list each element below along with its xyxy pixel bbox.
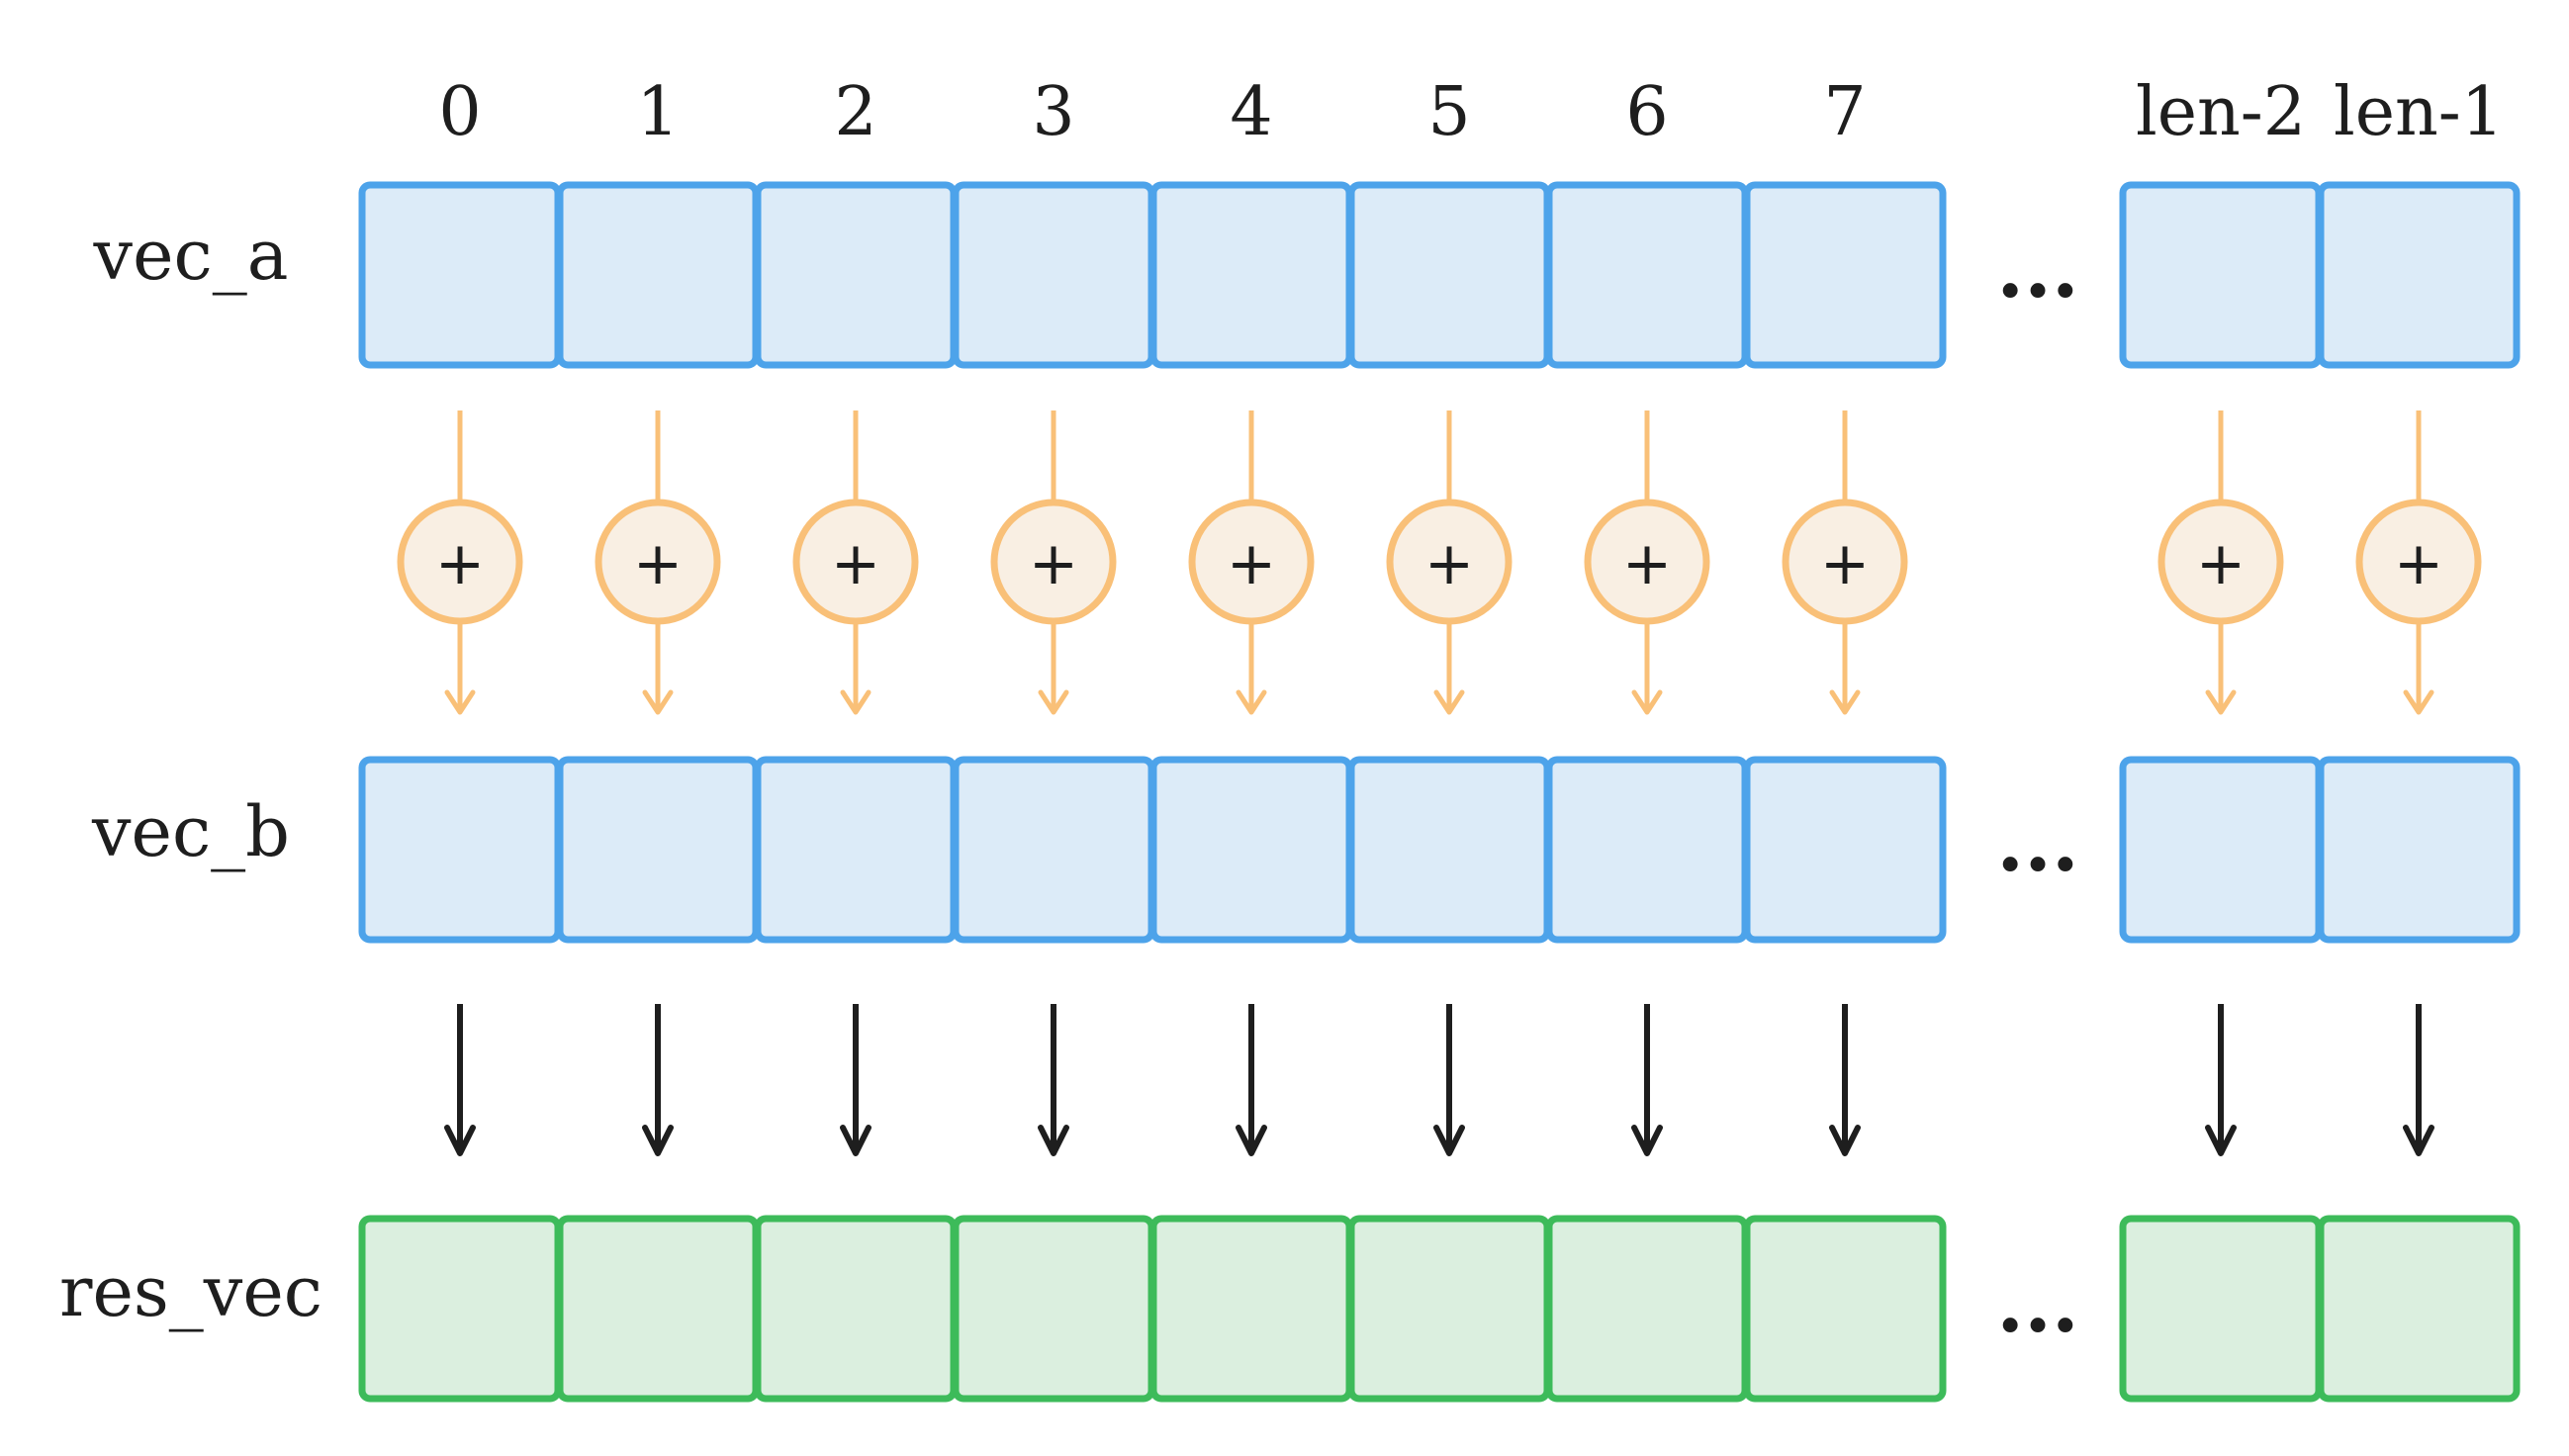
vector-cell-res-vec-9 (2317, 1215, 2521, 1403)
result-arrowhead (1038, 1125, 1069, 1156)
operand-arrowhead (1829, 689, 1861, 715)
vector-cell-vec-a-7 (1743, 181, 1947, 369)
ellipsis-vec-a: ... (1996, 223, 2079, 316)
result-arrowhead (1433, 1125, 1465, 1156)
index-label: len-2 (2136, 73, 2306, 151)
vector-cell-vec-a-4 (1149, 181, 1353, 369)
vector-cell-res-vec-1 (556, 1215, 760, 1403)
operand-arrowhead (1236, 689, 1267, 715)
vector-cell-res-vec-5 (1347, 1215, 1551, 1403)
add-operator-symbol: + (1227, 529, 1276, 598)
add-operator-symbol: + (2196, 529, 2246, 598)
vector-cell-res-vec-8 (2119, 1215, 2323, 1403)
add-operator-symbol: + (1820, 529, 1870, 598)
result-arrowhead (642, 1125, 674, 1156)
vector-cell-vec-a-0 (358, 181, 562, 369)
vector-cell-vec-b-9 (2317, 756, 2521, 944)
add-operator-symbol: + (1424, 529, 1474, 598)
add-operator-symbol: + (1029, 529, 1078, 598)
vector-cell-vec-a-8 (2119, 181, 2323, 369)
vector-cell-vec-a-1 (556, 181, 760, 369)
vector-cell-res-vec-3 (952, 1215, 1155, 1403)
vector-cell-vec-b-4 (1149, 756, 1353, 944)
result-arrowhead (840, 1125, 872, 1156)
vector-cell-vec-b-6 (1545, 756, 1749, 944)
vector-cell-vec-b-0 (358, 756, 562, 944)
result-arrowhead (1236, 1125, 1267, 1156)
result-arrowhead (1631, 1125, 1663, 1156)
index-label: 3 (1032, 73, 1074, 151)
vector-cell-vec-b-3 (952, 756, 1155, 944)
add-operator-symbol: + (2394, 529, 2443, 598)
vector-cell-vec-a-9 (2317, 181, 2521, 369)
result-arrowhead (2205, 1125, 2237, 1156)
vector-cell-res-vec-7 (1743, 1215, 1947, 1403)
add-operator-symbol: + (1622, 529, 1672, 598)
operand-arrowhead (1433, 689, 1465, 715)
operand-arrowhead (444, 689, 476, 715)
row-label-vec-a: vec_a (93, 215, 289, 296)
index-label: 1 (636, 73, 679, 151)
operand-arrowhead (1038, 689, 1069, 715)
add-operator-symbol: + (633, 529, 683, 598)
vector-cell-res-vec-6 (1545, 1215, 1749, 1403)
operand-arrowhead (2205, 689, 2237, 715)
vector-cell-vec-b-2 (754, 756, 958, 944)
ellipsis-res-vec: ... (1996, 1257, 2079, 1350)
operand-arrowhead (840, 689, 872, 715)
add-operator-symbol: + (831, 529, 880, 598)
index-label: 7 (1823, 73, 1866, 151)
vector-cell-res-vec-4 (1149, 1215, 1353, 1403)
vector-cell-res-vec-0 (358, 1215, 562, 1403)
index-label: 4 (1230, 73, 1272, 151)
vector-cell-vec-a-5 (1347, 181, 1551, 369)
add-operator-symbol: + (435, 529, 485, 598)
index-label: 6 (1625, 73, 1668, 151)
operand-arrowhead (1631, 689, 1663, 715)
operand-arrowhead (2403, 689, 2434, 715)
index-label: 0 (438, 73, 481, 151)
vector-cell-vec-a-3 (952, 181, 1155, 369)
ellipsis-vec-b: ... (1996, 796, 2079, 889)
vector-cell-vec-b-5 (1347, 756, 1551, 944)
row-label-vec-b: vec_b (91, 791, 290, 872)
row-label-res-vec: res_vec (59, 1251, 322, 1332)
result-arrowhead (1829, 1125, 1861, 1156)
result-arrowhead (444, 1125, 476, 1156)
vector-cell-vec-a-6 (1545, 181, 1749, 369)
operand-arrowhead (642, 689, 674, 715)
index-label: len-1 (2334, 73, 2504, 151)
result-arrowhead (2403, 1125, 2434, 1156)
vector-cell-res-vec-2 (754, 1215, 958, 1403)
index-label: 2 (834, 73, 876, 151)
index-label: 5 (1427, 73, 1470, 151)
vector-cell-vec-b-1 (556, 756, 760, 944)
vector-cell-vec-a-2 (754, 181, 958, 369)
vector-cell-vec-b-7 (1743, 756, 1947, 944)
vector-cell-vec-b-8 (2119, 756, 2323, 944)
